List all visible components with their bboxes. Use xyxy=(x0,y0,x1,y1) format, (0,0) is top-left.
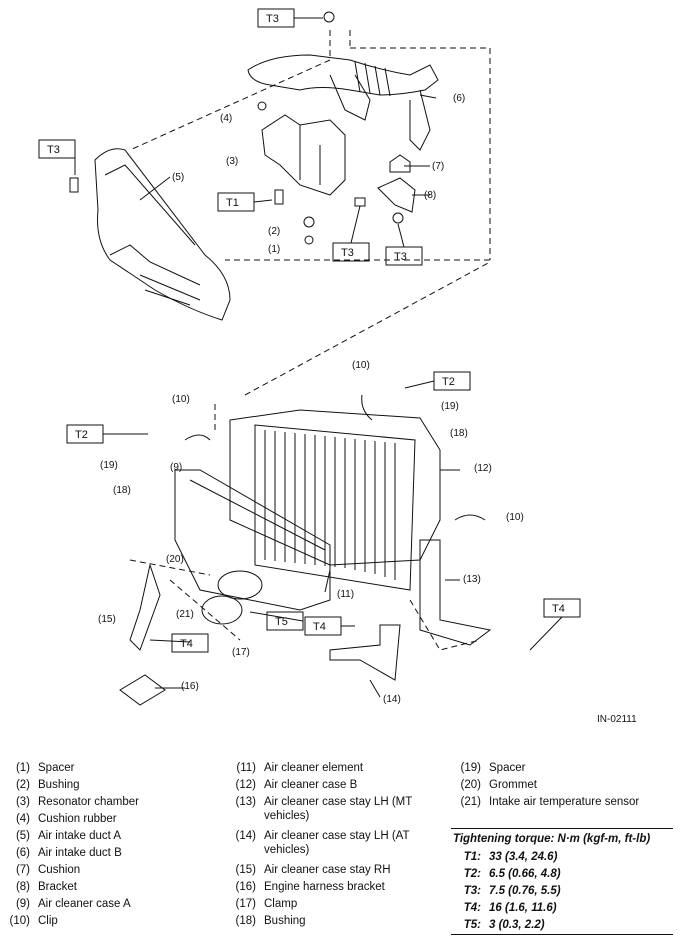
callout-19-left: (19) xyxy=(100,460,118,471)
callout-16: (16) xyxy=(181,681,199,692)
callout-18-left: (18) xyxy=(113,485,131,496)
torque-tag-t3-mid: T3 xyxy=(341,247,354,259)
callout-2: (2) xyxy=(268,226,280,237)
legend-item: (11)Air cleaner element xyxy=(236,762,364,774)
legend-column-1: (1)Spacer (2)Bushing (3)Resonator chambe… xyxy=(0,760,230,930)
legend-column-3: (19)Spacer (20)Grommet (21)Intake air te… xyxy=(451,760,676,811)
legend-item: (5)Air intake duct A xyxy=(15,830,122,842)
torque-heading: Tightening torque: N·m (kgf-m, ft-lb) xyxy=(453,833,651,845)
legend-item: (6)Air intake duct B xyxy=(15,847,122,859)
torque-tag-t2-left: T2 xyxy=(75,429,88,441)
torque-tag-t3-top: T3 xyxy=(266,13,279,25)
callout-13: (13) xyxy=(463,574,481,585)
legend-item: (17)Clamp xyxy=(235,898,298,910)
exploded-parts-diagram: T3 T3 T1 T3 T3 T2 T2 T4 T5 T4 T4 (1) (2)… xyxy=(38,8,637,725)
torque-row: T1:33 (3.4, 24.6) xyxy=(463,851,558,863)
callout-4: (4) xyxy=(220,113,232,124)
callout-1: (1) xyxy=(268,244,280,255)
callout-19-right: (19) xyxy=(441,401,459,412)
callout-10-left: (10) xyxy=(172,394,190,405)
callout-21: (21) xyxy=(176,609,194,620)
figure-code: IN-02111 xyxy=(597,714,637,725)
callout-3: (3) xyxy=(226,156,238,167)
legend-item: (21)Intake air temperature sensor xyxy=(460,796,640,808)
torque-tag-t3-left: T3 xyxy=(47,144,60,156)
callout-11: (11) xyxy=(337,589,354,600)
legend-item: (8)Bracket xyxy=(15,881,77,893)
torque-tag-t1: T1 xyxy=(226,197,239,209)
torque-row: T4:16 (1.6, 11.6) xyxy=(463,902,557,914)
callout-7: (7) xyxy=(432,161,444,172)
callout-12: (12) xyxy=(474,463,492,474)
torque-tag-t4-right: T4 xyxy=(552,603,565,615)
torque-tag-t3-right: T3 xyxy=(394,251,407,263)
legend-item: (1)Spacer xyxy=(15,762,75,774)
torque-row: T2:6.5 (0.66, 4.8) xyxy=(463,868,561,880)
callout-8: (8) xyxy=(424,190,436,201)
legend-item: (18)Bushing xyxy=(235,915,306,927)
legend-item: (10)Clip xyxy=(9,915,58,927)
torque-tag-t4-center: T4 xyxy=(313,621,326,633)
torque-row: T5:3 (0.3, 2.2) xyxy=(463,919,545,931)
torque-row: T3:7.5 (0.76, 5.5) xyxy=(463,885,561,897)
legend-item: (4)Cushion rubber xyxy=(15,813,117,825)
callout-9: (9) xyxy=(170,462,182,473)
callout-17: (17) xyxy=(232,647,250,658)
legend-item: (3)Resonator chamber xyxy=(15,796,139,808)
legend-item: (12)Air cleaner case B xyxy=(235,779,358,791)
legend-column-2: (11)Air cleaner element (12)Air cleaner … xyxy=(226,760,446,930)
callout-10-top: (10) xyxy=(352,360,370,371)
legend-item: (13)Air cleaner case stay LH (MT vehicle… xyxy=(235,796,413,822)
legend-item: (14)Air cleaner case stay LH (AT vehicle… xyxy=(235,830,410,856)
legend-item: (7)Cushion xyxy=(15,864,81,876)
legend-item: (2)Bushing xyxy=(15,779,80,791)
legend-item: (16)Engine harness bracket xyxy=(235,881,385,893)
torque-tag-t2-right: T2 xyxy=(442,376,455,388)
torque-tag-t4-left: T4 xyxy=(180,638,193,650)
tightening-torque-table: Tightening torque: N·m (kgf-m, ft-lb) T1… xyxy=(451,828,673,935)
parts-legend: (1)Spacer (2)Bushing (3)Resonator chambe… xyxy=(0,760,682,941)
callout-6: (6) xyxy=(453,93,465,104)
callout-14: (14) xyxy=(383,694,401,705)
callout-15: (15) xyxy=(98,614,116,625)
callout-20: (20) xyxy=(166,554,184,565)
legend-item: (15)Air cleaner case stay RH xyxy=(235,864,391,876)
callout-5: (5) xyxy=(172,172,184,183)
legend-item: (19)Spacer xyxy=(460,762,526,774)
legend-item: (20)Grommet xyxy=(460,779,537,791)
torque-tag-t5: T5 xyxy=(275,616,288,628)
callout-18-right: (18) xyxy=(450,428,468,439)
legend-item: (9)Air cleaner case A xyxy=(15,898,131,910)
callout-10-right: (10) xyxy=(506,512,524,523)
